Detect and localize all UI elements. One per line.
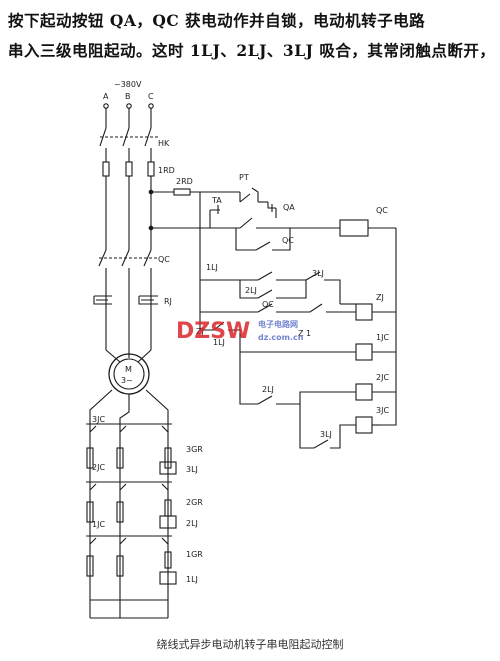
lj3-coil — [159, 461, 177, 475]
ta-label: TA — [211, 196, 222, 205]
lj1-coil — [159, 571, 177, 585]
lj1-label: 1LJ — [206, 263, 218, 272]
r1-label: 1GR — [186, 550, 203, 559]
c1-coil — [355, 343, 373, 361]
r3-a — [86, 447, 94, 469]
motor-outer — [108, 353, 150, 395]
r3-label: 3GR — [186, 445, 203, 454]
c3-contact-label: 3JC — [92, 415, 105, 424]
fuse-1rd-a — [102, 161, 110, 177]
rd1-label: 1RD — [158, 166, 175, 175]
r2-b — [116, 501, 124, 523]
lj2-b-label: 2LJ — [262, 385, 274, 394]
description-paragraph: 按下起动按钮 QA，QC 获电动作并自锁，电动机转子电路 串入三级电阻起动。这时… — [8, 6, 496, 66]
pt-contact — [239, 187, 259, 203]
rotor-leads — [89, 389, 169, 618]
lj3-coil-label: 3LJ — [186, 465, 198, 474]
phase-b-label: B — [125, 92, 131, 101]
c1-coil-label: 1JC — [376, 333, 389, 342]
pt-label: PT — [239, 173, 249, 182]
qc-hold-contact — [235, 228, 291, 251]
lj3-b-label: 3LJ — [320, 430, 332, 439]
paragraph-line-1: 按下起动按钮 QA，QC 获电动作并自锁，电动机转子电路 — [8, 11, 426, 30]
fuse-2rd — [173, 188, 191, 196]
ta-button — [209, 205, 220, 228]
terminal-c — [148, 103, 154, 109]
qc-coil — [339, 219, 369, 237]
rd2-label: 2RD — [176, 177, 193, 186]
lj1-b-label: 1LJ — [213, 338, 225, 347]
phase-lines-top — [105, 108, 152, 128]
lj2-label: 2LJ — [245, 286, 257, 295]
supply-label: ~380V — [114, 80, 142, 89]
z1-label: Z 1 — [298, 329, 311, 338]
r2-a — [86, 501, 94, 523]
phase-c-label: C — [148, 92, 154, 101]
motor-label: M — [125, 365, 132, 374]
qc-hold-label: QC — [282, 236, 294, 245]
c2-coil-label: 2JC — [376, 373, 389, 382]
motor-inner — [113, 358, 145, 390]
watermark-brand: DZSW — [176, 319, 250, 344]
lj2-coil-label: 2LJ — [186, 519, 198, 528]
c1-contact-label: 1JC — [92, 520, 105, 529]
r1-c — [164, 551, 172, 569]
qc-rung — [151, 217, 340, 229]
figure-caption: 绕线式异步电动机转子串电阻起动控制 — [156, 638, 344, 651]
qa-label: QA — [283, 203, 295, 212]
qa-button — [267, 202, 277, 218]
watermark-url: dz.com.cn — [258, 333, 304, 342]
c2-coil — [355, 383, 373, 401]
terminal-a — [103, 103, 109, 109]
star-point — [90, 599, 168, 619]
motor-sym-label: 3~ — [121, 376, 133, 385]
c3-coil-label: 3JC — [376, 406, 389, 415]
fuse-1rd-b — [125, 161, 133, 177]
watermark-logo: DZSW 电子电路网 dz.com.cn — [176, 319, 304, 344]
zj-contact-label: ZJ — [196, 327, 204, 336]
r2-label: 2GR — [186, 498, 203, 507]
rj-element-c — [138, 295, 158, 305]
rj-element-a — [93, 295, 112, 305]
phase-a-label: A — [103, 92, 109, 101]
r1-a — [86, 555, 94, 577]
r3-c — [164, 447, 172, 469]
zj-coil-label: ZJ — [376, 293, 384, 302]
r1-b — [116, 555, 124, 577]
lj1-coil-label: 1LJ — [186, 575, 198, 584]
watermark-site: 电子电路网 — [258, 319, 298, 329]
lj2-coil — [159, 515, 177, 529]
c3-coil — [355, 416, 373, 434]
zj-coil — [355, 303, 373, 321]
qc-main-label: QC — [158, 255, 170, 264]
hk-label: HK — [158, 139, 170, 148]
terminal-b — [126, 103, 132, 109]
qc-coil-label: QC — [376, 206, 388, 215]
r3-b — [116, 447, 124, 469]
rj-label: RJ — [164, 297, 172, 306]
fuse-1rd-c — [147, 161, 155, 177]
c2-contact-label: 2JC — [92, 463, 105, 472]
paragraph-line-2: 串入三级电阻起动。这时 1LJ、2LJ、3LJ 吸合，其常闭触点断开， — [8, 41, 496, 60]
right-rail — [380, 228, 397, 426]
qc-aux-label: QC — [262, 300, 274, 309]
